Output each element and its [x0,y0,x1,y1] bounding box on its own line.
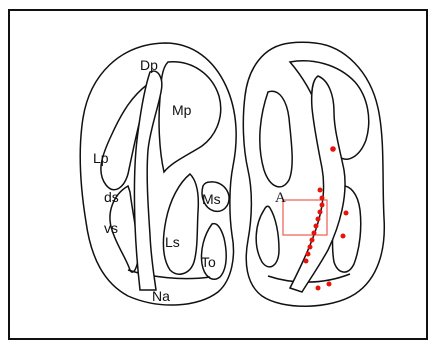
label-ds: ds [104,189,119,205]
red-dot [316,286,321,291]
left-ls-contour [163,174,198,274]
red-dot [327,282,332,287]
right-section [243,42,384,306]
red-dot [310,238,315,243]
red-dot [330,146,336,152]
red-dot [320,196,325,201]
red-dot [308,245,313,250]
left-to-contour [201,224,226,280]
red-dot [320,203,325,208]
right-lower-left-contour [256,206,279,267]
label-mp: Mp [172,102,192,118]
red-dot [318,188,323,193]
label-vs: vs [104,220,118,236]
red-dot [314,224,319,229]
label-ls: Ls [165,234,180,250]
red-dot [341,234,346,239]
label-na: Na [152,288,170,304]
label-dp: Dp [140,57,158,73]
left-central-ventricle [134,71,161,290]
label-ms: Ms [202,191,221,207]
right-lateral-contour [260,91,292,187]
red-dot [344,211,349,216]
right-central-ventricle [290,76,345,292]
red-dot [306,252,311,257]
red-dot [316,217,321,222]
right-labels: A [275,190,286,206]
red-dot [318,210,323,215]
red-dot [304,259,309,264]
label-lp: Lp [93,150,109,166]
label-to: To [201,254,216,270]
label-region-a: A [275,190,286,206]
red-dot [312,231,317,236]
